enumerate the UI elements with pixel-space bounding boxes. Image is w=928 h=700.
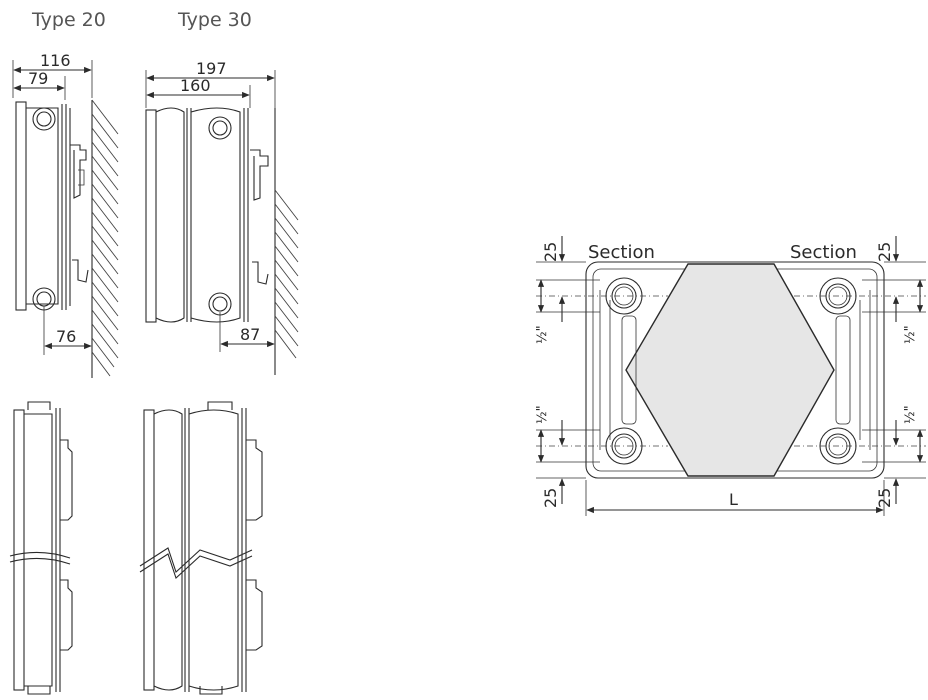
thread-lower-right: ½" — [903, 405, 918, 424]
type30-depth-inner: 160 — [180, 76, 211, 95]
thread-upper-left: ½" — [535, 325, 550, 344]
type30-front-view — [139, 401, 263, 695]
type30-depth-total: 197 — [196, 59, 227, 78]
type20-title: Type 20 — [31, 9, 106, 31]
dim-top-right: 25 — [875, 242, 894, 262]
dim-top-left: 25 — [541, 242, 560, 262]
thread-lower-left: ½" — [535, 405, 550, 424]
type20-depth-inner: 79 — [28, 69, 48, 88]
type30-side-view: 197 160 — [145, 59, 299, 375]
type30-wall-hatch — [274, 189, 299, 359]
type20-wall-hatch — [91, 99, 119, 377]
section-label-left: Section — [588, 242, 655, 263]
type20-depth-total: 116 — [40, 51, 71, 70]
thread-upper-right: ½" — [903, 325, 918, 344]
length-label: L — [729, 490, 738, 509]
type20-side-view: 116 79 — [12, 51, 119, 378]
section-label-right: Section — [790, 242, 857, 263]
type20-front-view — [9, 401, 73, 695]
connection-diagram: L Section Section 25 25 25 25 ½" ½" ½" ½… — [535, 236, 926, 516]
type30-offset: 87 — [240, 325, 260, 344]
type30-title: Type 30 — [177, 9, 252, 31]
dim-bottom-left: 25 — [541, 488, 560, 508]
type20-offset: 76 — [56, 327, 76, 346]
break-hexagon — [625, 263, 835, 477]
dim-bottom-right: 25 — [875, 488, 894, 508]
